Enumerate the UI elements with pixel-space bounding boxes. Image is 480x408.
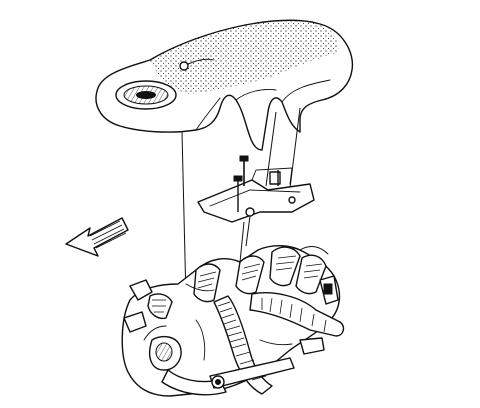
engine-assembly <box>121 245 345 397</box>
engine-cover <box>95 19 354 151</box>
emblem-icon <box>115 80 177 110</box>
bolt-icon <box>233 175 243 212</box>
cover-bracket <box>197 167 315 223</box>
front-arrow-icon <box>65 217 129 257</box>
alignment-lines <box>181 107 301 301</box>
bolt-icon <box>239 155 249 186</box>
bolts <box>233 155 279 263</box>
